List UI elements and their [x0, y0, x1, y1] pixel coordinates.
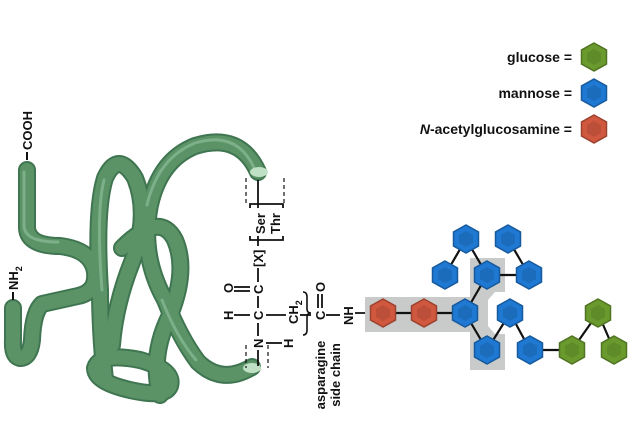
legend-mannose-hexagon-icon — [580, 78, 608, 108]
glucose-hexagon-icon — [584, 298, 612, 328]
atom-h-amide: H — [281, 339, 296, 348]
structure-labels: H O N C C [X] Ser Thr H CH2 C O NH aspar… — [221, 213, 356, 409]
legend-glcnac-hexagon-icon — [580, 114, 608, 144]
n-terminus-label: NH2 — [6, 266, 24, 300]
glcnac-hexagon-icon — [410, 298, 438, 328]
glucose-hexagon-icon — [558, 335, 586, 365]
atom-c-alpha: C — [251, 310, 266, 320]
atom-o-side: O — [313, 282, 328, 292]
mannose-hexagon-icon — [516, 335, 544, 365]
nh2-label: NH2 — [6, 266, 24, 290]
atom-o: O — [221, 283, 236, 293]
mannose-hexagon-icon — [431, 260, 459, 290]
atom-n: N — [251, 339, 266, 348]
atom-c-side: C — [313, 310, 328, 320]
asparagine-linkage-structure — [234, 178, 372, 368]
mannose-hexagon-icon — [494, 224, 522, 254]
c-terminus-label: COOH — [20, 111, 35, 160]
glycan-tree — [369, 224, 628, 365]
protein-tube-highlight — [22, 138, 257, 362]
atom-ch2: CH2 — [286, 300, 304, 324]
glucose-hexagon-icon — [600, 335, 628, 365]
mannose-hexagon-icon — [473, 260, 501, 290]
protein-tube — [5, 135, 265, 402]
cooh-label: COOH — [20, 111, 35, 150]
asparagine-label: asparagine — [313, 341, 328, 410]
residue-ser: Ser — [253, 213, 268, 234]
mannose-hexagon-icon — [452, 224, 480, 254]
side-chain-label: side chain — [328, 343, 343, 407]
mannose-hexagon-icon — [451, 298, 479, 328]
legend-glcnac-label: N-acetylglucosamine = — [420, 121, 572, 137]
mannose-hexagon-icon — [473, 335, 501, 365]
atom-h: H — [221, 311, 236, 320]
mannose-hexagon-icon — [515, 260, 543, 290]
chain-cut-end-top — [250, 167, 268, 177]
glcnac-hexagon-icon — [369, 298, 397, 328]
legend-glucose-label: glucose = — [507, 49, 572, 65]
legend-mannose-label: mannose = — [498, 85, 572, 101]
glycan-bonds — [383, 238, 616, 352]
legend-glucose-hexagon-icon — [580, 42, 608, 72]
residue-x: [X] — [251, 250, 266, 267]
mannose-hexagon-icon — [496, 298, 524, 328]
residue-thr: Thr — [268, 213, 283, 234]
chain-cut-end-bottom — [243, 363, 261, 373]
atom-c-carbonyl: C — [251, 284, 266, 294]
protein-chain — [3, 133, 268, 404]
atom-nh: NH — [341, 306, 356, 325]
legend: glucose = mannose = N-acetylglucosamine … — [420, 42, 608, 144]
